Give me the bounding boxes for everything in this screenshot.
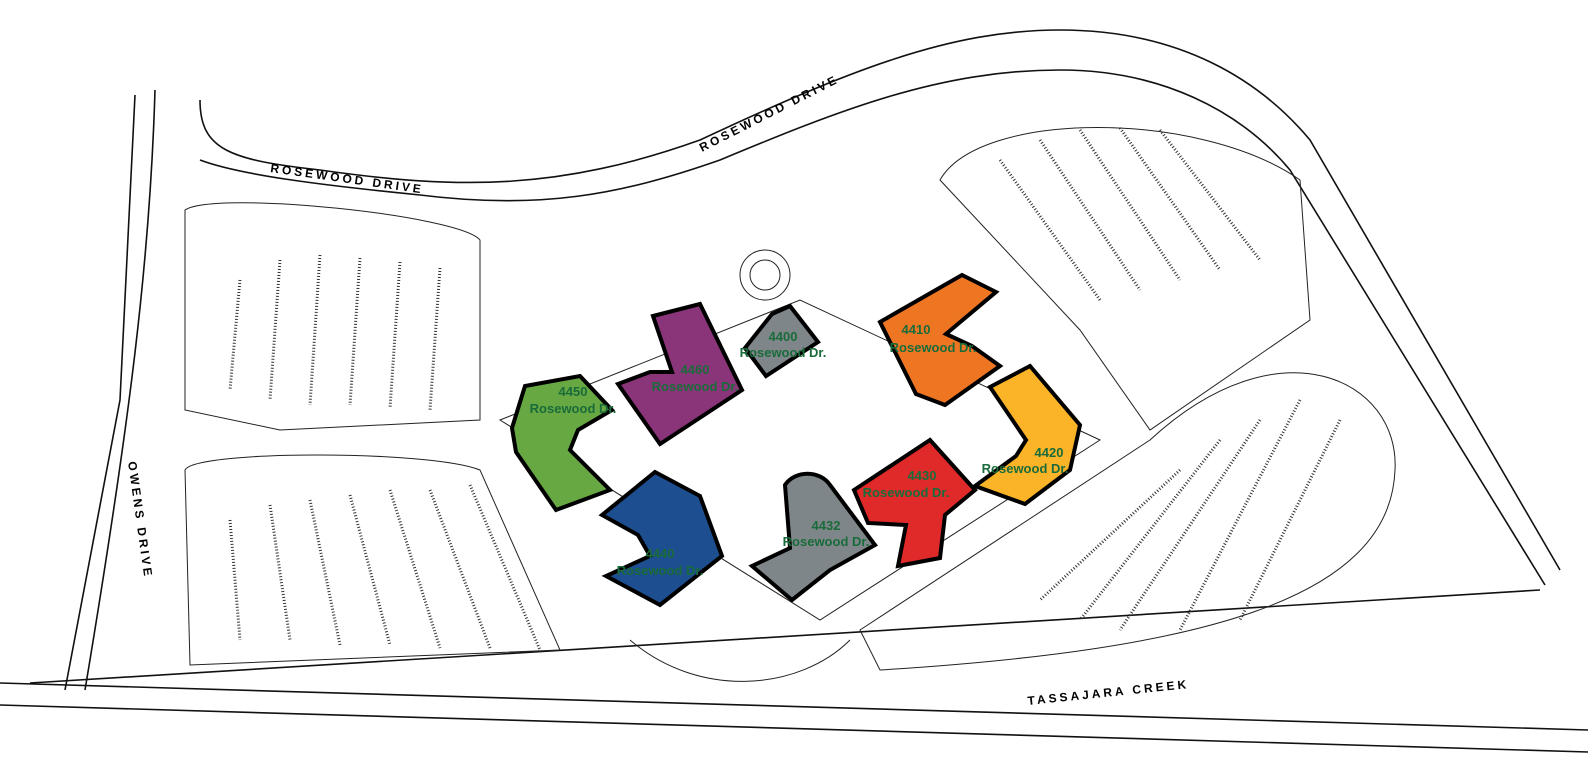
building-4400[interactable] bbox=[742, 303, 821, 379]
label-4430-number: 4430 bbox=[908, 468, 937, 483]
label-4400-number: 4400 bbox=[769, 329, 798, 344]
building-4440[interactable] bbox=[598, 469, 725, 608]
label-4400-street: Rosewood Dr. bbox=[740, 345, 827, 360]
label-4410-street: Rosewood Dr. bbox=[890, 340, 977, 355]
building-4410[interactable] bbox=[877, 272, 1004, 408]
label-4460-number: 4460 bbox=[681, 362, 710, 377]
building-4432[interactable] bbox=[748, 471, 878, 603]
street-rosewood-west: ROSEWOOD DRIVE bbox=[270, 161, 425, 196]
building-4420[interactable] bbox=[970, 363, 1083, 507]
label-4410-number: 4410 bbox=[902, 322, 931, 337]
label-4460-street: Rosewood Dr. bbox=[652, 379, 739, 394]
label-4432-number: 4432 bbox=[812, 518, 841, 533]
label-4440-number: 4440 bbox=[646, 546, 675, 561]
label-4420-street: Rosewood Dr. bbox=[982, 461, 1069, 476]
label-4430-street: Rosewood Dr. bbox=[863, 485, 950, 500]
street-tassajara: TASSAJARA CREEK bbox=[1027, 677, 1190, 708]
parking-rows bbox=[228, 127, 1342, 651]
building-4430[interactable] bbox=[851, 437, 978, 569]
label-4420-number: 4420 bbox=[1035, 445, 1064, 460]
label-4440-street: Rosewood Dr. bbox=[617, 563, 704, 578]
building-4450[interactable] bbox=[509, 373, 616, 513]
label-4432-street: Rosewood Dr. bbox=[783, 534, 870, 549]
building-labels: 4400 Rosewood Dr. 4410 Rosewood Dr. 4420… bbox=[530, 322, 1069, 578]
street-rosewood-north: ROSEWOOD DRIVE bbox=[697, 72, 841, 155]
label-4450-street: Rosewood Dr. bbox=[530, 401, 617, 416]
street-owens: OWENS DRIVE bbox=[125, 460, 155, 579]
label-4450-number: 4450 bbox=[559, 384, 588, 399]
road-network bbox=[0, 29, 1588, 753]
buildings bbox=[509, 272, 1083, 608]
building-4460[interactable] bbox=[614, 301, 745, 447]
